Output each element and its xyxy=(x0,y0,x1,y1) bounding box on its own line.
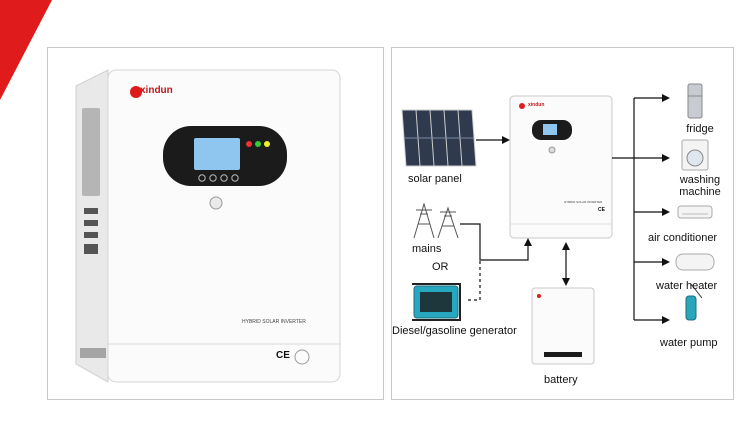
label-water-pump: water pump xyxy=(660,337,718,349)
label-water-heater: water heater xyxy=(656,280,718,292)
fridge-icon xyxy=(687,83,703,119)
display-button xyxy=(209,174,217,182)
solar-panel-icon xyxy=(401,109,477,167)
load-arrow-head xyxy=(662,154,670,162)
display-button xyxy=(198,174,206,182)
washing-machine-icon xyxy=(681,139,709,171)
red-corner-decoration xyxy=(0,0,52,100)
inverter-product-image xyxy=(75,69,341,383)
air-conditioner-icon xyxy=(677,205,713,219)
lcd-screen xyxy=(194,138,240,170)
label-mains: mains xyxy=(412,243,442,255)
display-buttons xyxy=(198,174,239,182)
product-ce-mark: CE xyxy=(276,350,290,361)
diagram-inverter-model: HYBRID SOLAR INVERTER xyxy=(564,200,603,204)
load-arrow-head xyxy=(662,94,670,102)
generator-icon xyxy=(412,283,461,321)
side-port-4 xyxy=(84,244,98,254)
product-photo-panel: xindun HYBRID SOLAR INVERTER CE xyxy=(47,47,384,400)
diagram-svg xyxy=(401,83,715,365)
load-arrow-head xyxy=(662,208,670,216)
product-model-label: HYBRID SOLAR INVERTER xyxy=(242,319,306,325)
label-machine: machine xyxy=(679,186,721,198)
label-washing: washing xyxy=(679,174,721,186)
system-diagram-panel: xindun HYBRID SOLAR INVERTER CE solar pa… xyxy=(391,47,734,400)
label-fridge: fridge xyxy=(686,123,714,135)
water-pump-icon xyxy=(685,283,703,321)
label-solar-panel: solar panel xyxy=(408,173,462,185)
label-air-conditioner: air conditioner xyxy=(648,232,718,244)
display-button xyxy=(231,174,239,182)
power-pylon-icon xyxy=(413,202,459,239)
side-port-3 xyxy=(84,232,98,238)
bottom-vent xyxy=(80,348,106,358)
side-port-1 xyxy=(84,208,98,214)
diagram-inverter-ce: CE xyxy=(598,207,605,213)
label-or: OR xyxy=(432,261,449,273)
diagram-inverter-icon xyxy=(509,95,613,239)
load-arrow-head xyxy=(662,258,670,266)
battery-icon xyxy=(531,287,595,365)
side-vents xyxy=(82,108,100,196)
water-heater-icon xyxy=(675,253,715,271)
load-arrow-head xyxy=(662,316,670,324)
display-button xyxy=(220,174,228,182)
label-battery: battery xyxy=(544,374,578,386)
label-generator: Diesel/gasoline generator xyxy=(392,325,517,337)
cert-badge xyxy=(294,349,310,365)
brand-logo-icon xyxy=(130,86,142,98)
side-port-2 xyxy=(84,220,98,226)
product-brand-label: xindun xyxy=(140,85,173,96)
diagram-inverter-brand: xindun xyxy=(528,102,545,108)
power-switch xyxy=(209,196,223,210)
